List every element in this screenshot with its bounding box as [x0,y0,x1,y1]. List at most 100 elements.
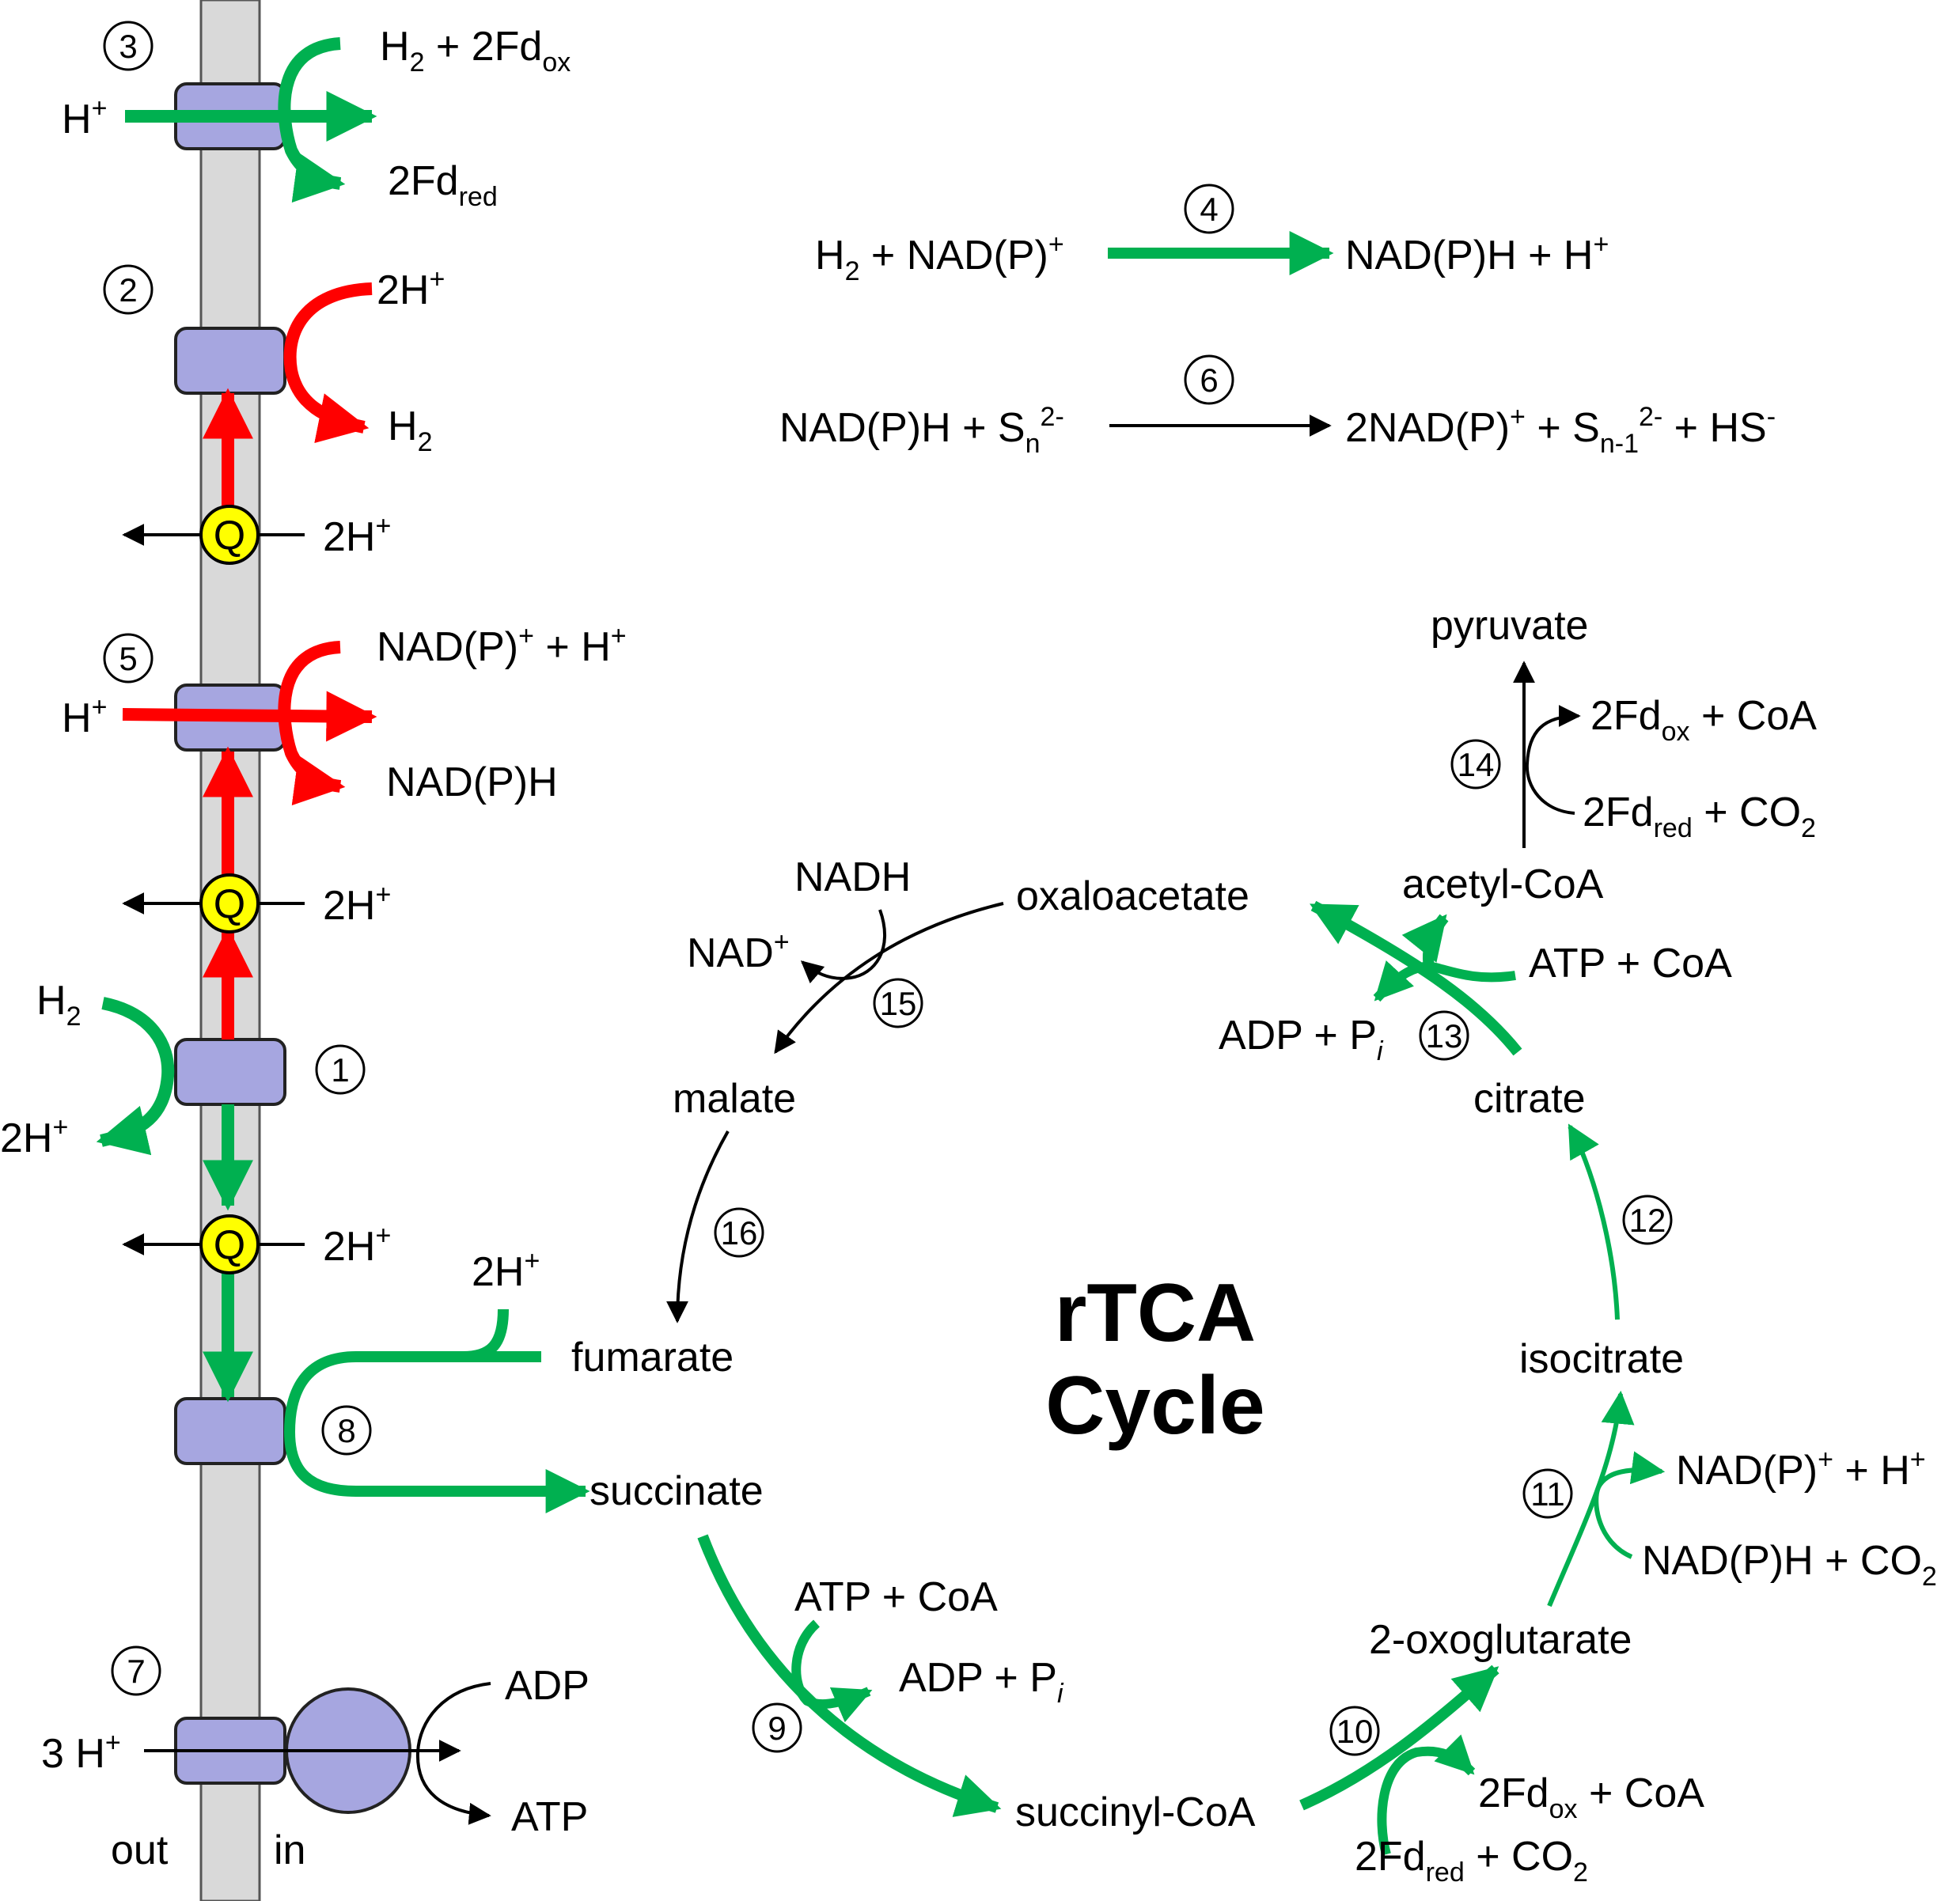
r13-main-arrow [1310,900,1522,1056]
quinone-3: Q 2H+ [122,1214,391,1274]
r7-atp: ATP [511,1794,588,1840]
r3-product-1: H2 + 2Fdox [380,24,571,78]
r3-product-2: 2Fdred [388,158,498,212]
cycle-title-line-1: rTCA [1055,1267,1256,1359]
r1-product: 2H+ [0,1112,68,1161]
step-11-number: 11 [1530,1475,1565,1513]
r7-proton-in: 3 H+ [41,1728,121,1777]
r2-reactant: 2H+ [377,264,445,313]
step-15-marker [873,978,923,1028]
r2-arrow [283,282,373,444]
quinone-1: Q 2H+ [122,505,391,565]
quinone-3-label: Q [214,1222,245,1268]
r3-electron-arrow [278,37,346,203]
r5-electron-arrow [278,641,346,806]
step-16-marker [714,1207,764,1258]
complex-1 [174,1038,286,1106]
step-5-marker [103,633,154,684]
r13-cofactor-arrow [1373,960,1516,1002]
r11-cofactor-arrow [1594,1451,1666,1559]
r15-main-arrow [774,902,1004,1055]
complex-8 [174,1397,286,1465]
step-3-marker [103,21,154,71]
r13-cofactor-in: ATP + CoA [1529,941,1732,986]
metabolite-succinyl-coa: succinyl-CoA [1015,1789,1256,1835]
r14-cofactor-in: 2Fdred + CO2 [1583,790,1816,843]
step-15-number: 15 [880,985,917,1022]
r1-arrow [96,997,175,1156]
r8-proton: 2H+ [472,1246,540,1295]
metabolite-2-oxoglutarate: 2-oxoglutarate [1369,1617,1632,1663]
r6-right: 2NAD(P)+ + Sn-12- + HS- [1345,402,1776,459]
r10-cofactor-in: 2Fdred + CO2 [1355,1834,1588,1888]
r6-left: NAD(P)H + Sn2- [779,402,1064,459]
metabolite-isocitrate: isocitrate [1519,1336,1684,1382]
step-11-marker [1522,1468,1573,1519]
r3-proton-in: H+ [62,93,107,142]
cycle-title-line-2: Cycle [1045,1360,1265,1452]
metabolite-succinate: succinate [590,1468,764,1514]
r7-adp-atp-arrow [415,1682,491,1825]
quinone-1-protons: 2H+ [323,511,391,560]
metabolite-malate: malate [673,1076,796,1122]
r10-main-arrow [1299,1664,1499,1811]
r11-cofactor-out: NAD(P)+ + H+ [1676,1445,1926,1494]
step-12-number: 12 [1629,1202,1666,1239]
step-2-number: 2 [119,271,137,309]
r4-left: H2 + NAD(P)+ [815,229,1064,286]
step-4-number: 4 [1200,191,1218,228]
step-10-marker [1329,1706,1380,1756]
r13-cofactor-out: ADP + Pi [1219,1013,1384,1066]
complex-2 [174,327,286,395]
quinone-3-protons: 2H+ [323,1221,391,1270]
membrane-in-label: in [274,1827,305,1873]
r9-cofactor-in: ATP + CoA [794,1574,998,1620]
step-2-marker [103,264,154,315]
step-7-marker [111,1645,161,1696]
r14-cofactor-out: 2Fdox + CoA [1590,693,1817,747]
r9-cofactor-out: ADP + Pi [899,1655,1064,1709]
metabolite-citrate: citrate [1473,1076,1586,1122]
step-9-number: 9 [768,1710,786,1747]
step-3-number: 3 [119,28,137,65]
r8-proton-branch [462,1308,509,1362]
quinone-2: Q 2H+ [122,873,391,933]
quinone-2-protons: 2H+ [323,880,391,929]
step-13-marker [1419,1010,1469,1061]
step-7-number: 7 [127,1653,145,1690]
step-1-number: 1 [331,1051,349,1089]
r5-product-1: NAD(P)+ + H+ [377,621,627,670]
step-14-number: 14 [1458,746,1495,783]
metabolite-pyruvate: pyruvate [1431,603,1588,649]
r15-cofactor-in: NADH [794,854,911,900]
membrane-out-label: out [111,1827,169,1873]
step-14-marker [1450,739,1501,790]
metabolite-fumarate: fumarate [571,1335,734,1380]
step-12-marker [1622,1195,1673,1245]
step-13-number: 13 [1426,1017,1463,1055]
r15-cofactor-arrow [800,909,887,984]
step-8-number: 8 [337,1412,355,1449]
r7-adp: ADP [505,1663,590,1709]
r8-fumarate-to-succinate-arrow [283,1351,590,1513]
r4-right: NAD(P)H + H+ [1345,229,1609,278]
r5-proton-in: H+ [62,692,107,741]
step-10-number: 10 [1336,1713,1374,1750]
metabolite-acetyl-coa: acetyl-CoA [1402,862,1604,907]
step-8-marker [321,1405,372,1456]
step-4-marker [1184,184,1234,234]
r5-proton-arrow [122,691,377,742]
r14-cofactor-arrow [1525,705,1581,815]
r12-main-arrow [1568,1123,1620,1320]
r16-main-arrow [666,1130,730,1324]
step-1-marker [315,1044,366,1095]
step-16-number: 16 [721,1214,758,1252]
r15-cofactor-out: NAD+ [687,927,790,976]
step-9-marker [752,1702,802,1753]
r5-product-2: NAD(P)H [386,759,558,805]
quinone-1-label: Q [214,513,245,559]
r9-cofactor-arrow [791,1619,873,1723]
r10-cofactor-arrow [1377,1734,1476,1856]
step-5-number: 5 [119,640,137,677]
